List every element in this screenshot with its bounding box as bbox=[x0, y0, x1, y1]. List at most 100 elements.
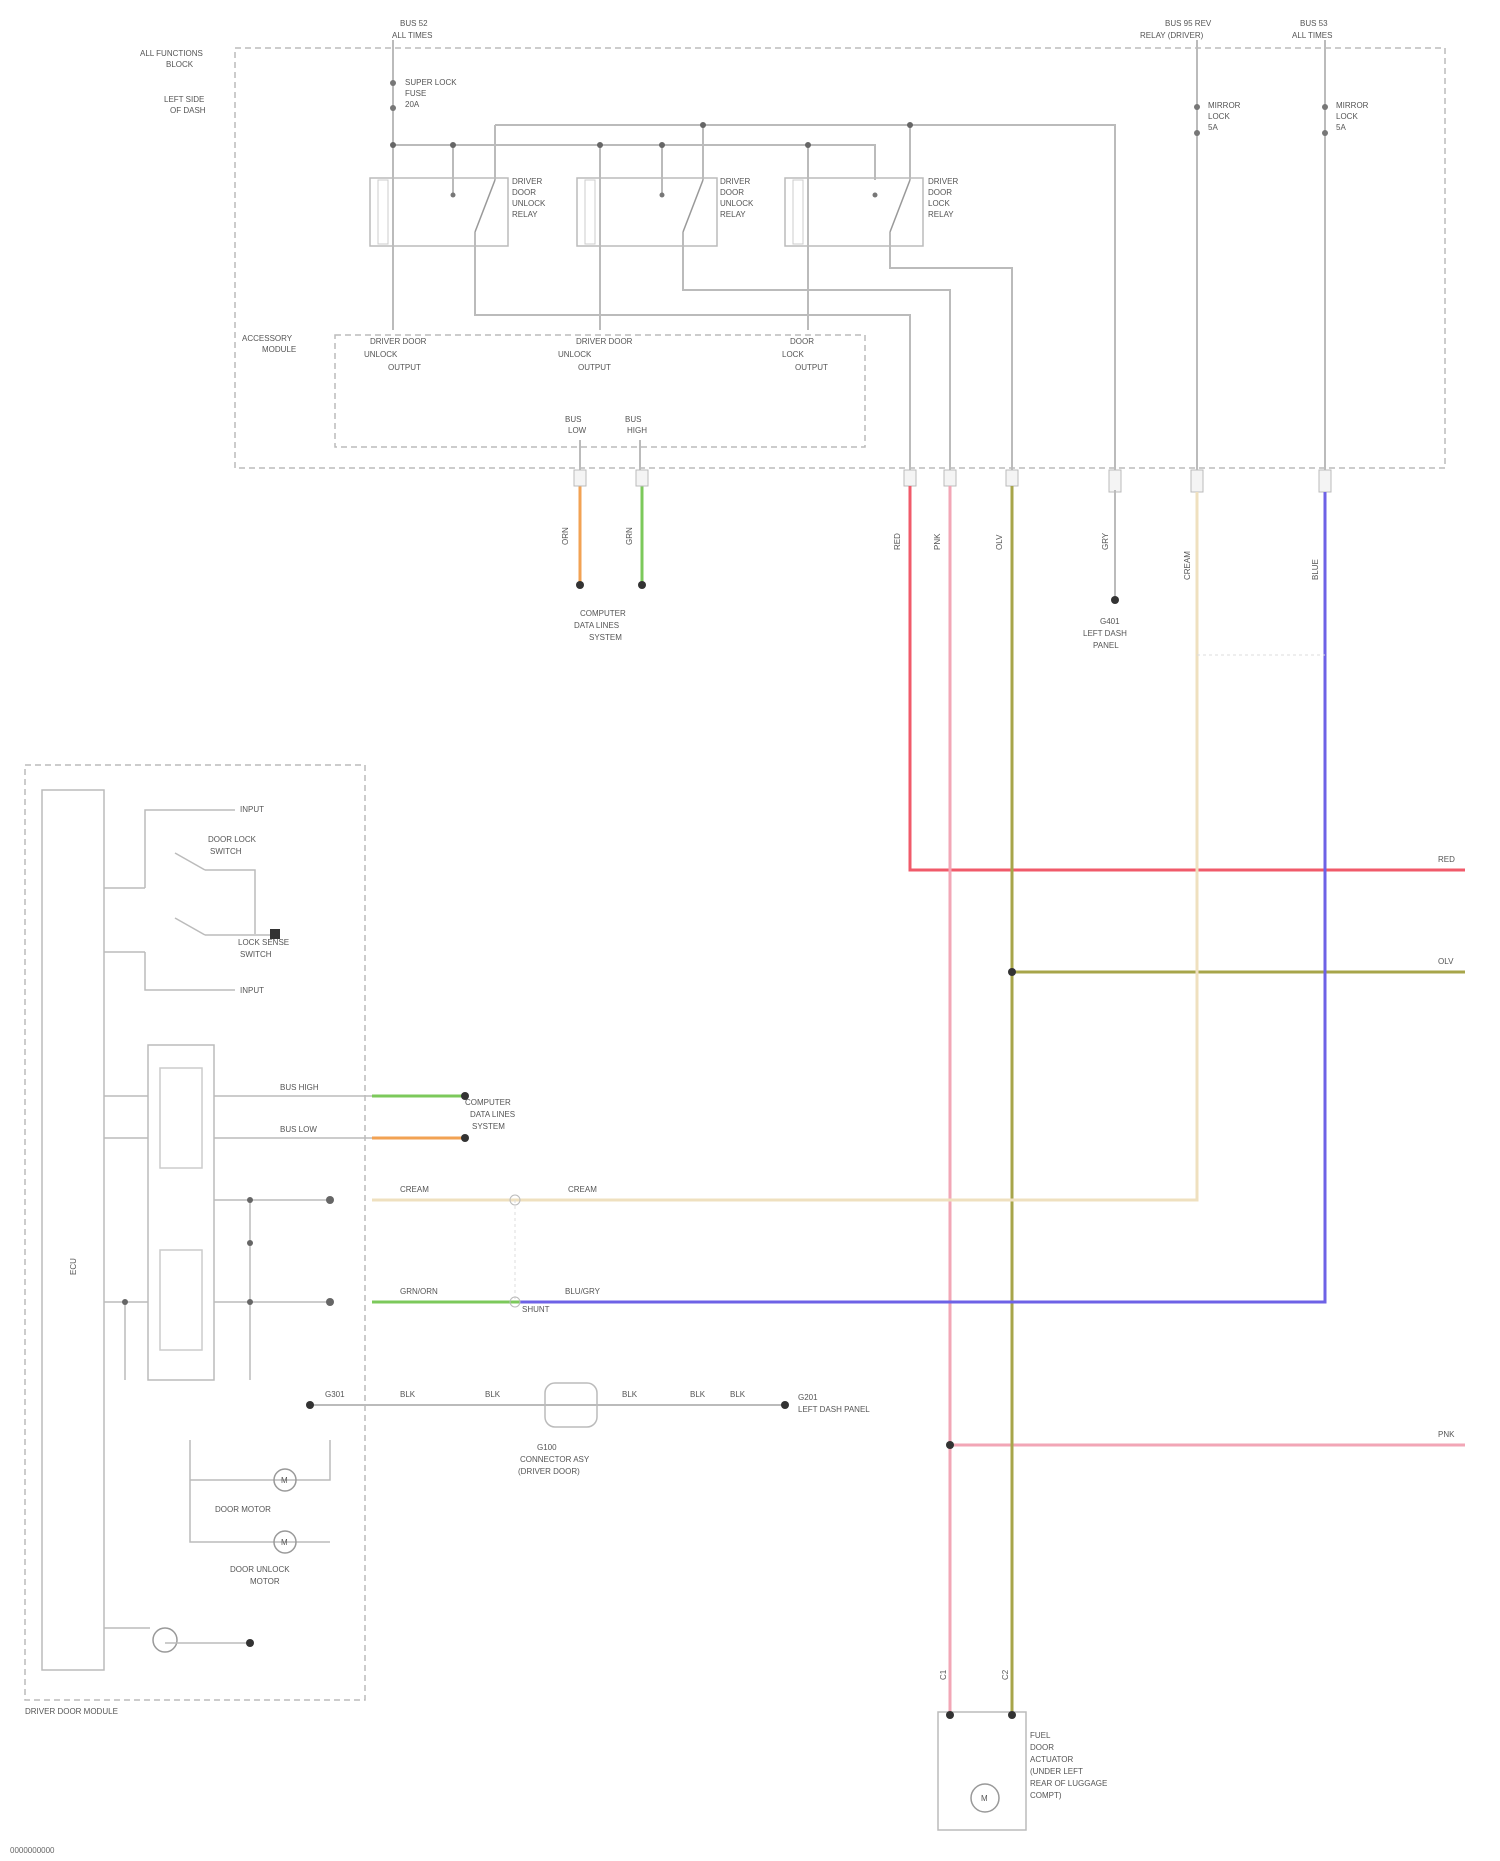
svg-text:M: M bbox=[281, 1538, 288, 1547]
svg-text:BLU/GRY: BLU/GRY bbox=[565, 1287, 601, 1296]
svg-text:FUEL: FUEL bbox=[1030, 1731, 1051, 1740]
svg-text:DRIVER: DRIVER bbox=[928, 177, 958, 186]
svg-text:BLK: BLK bbox=[690, 1390, 706, 1399]
svg-text:SWITCH: SWITCH bbox=[240, 950, 272, 959]
svg-text:BUS: BUS bbox=[565, 415, 581, 424]
svg-text:(DRIVER DOOR): (DRIVER DOOR) bbox=[518, 1467, 580, 1476]
svg-text:BLOCK: BLOCK bbox=[166, 60, 194, 69]
svg-text:ORN: ORN bbox=[561, 527, 570, 545]
ground-g401-label: G401 LEFT DASH PANEL bbox=[1083, 617, 1127, 650]
mirror-fuse-left: MIRROR LOCK 5A bbox=[1194, 40, 1241, 470]
svg-text:RED: RED bbox=[1438, 855, 1455, 864]
svg-text:DATA LINES: DATA LINES bbox=[574, 621, 619, 630]
svg-text:RELAY: RELAY bbox=[720, 210, 746, 219]
blue-wire bbox=[520, 492, 1325, 1302]
svg-text:UNLOCK: UNLOCK bbox=[364, 350, 398, 359]
svg-text:LOCK SENSE: LOCK SENSE bbox=[238, 938, 289, 947]
svg-text:RED: RED bbox=[893, 533, 902, 550]
svg-text:CREAM: CREAM bbox=[568, 1185, 597, 1194]
module-output-labels: DRIVER DOOR UNLOCK OUTPUT DRIVER DOOR UN… bbox=[364, 337, 828, 372]
svg-text:GRN: GRN bbox=[625, 527, 634, 545]
svg-text:RELAY: RELAY bbox=[928, 210, 954, 219]
relay-output-wires bbox=[475, 232, 1012, 470]
accessory-module-title: ACCESSORY MODULE bbox=[242, 334, 296, 354]
svg-text:OUTPUT: OUTPUT bbox=[578, 363, 611, 372]
svg-text:OUTPUT: OUTPUT bbox=[795, 363, 828, 372]
svg-text:UNLOCK: UNLOCK bbox=[720, 199, 754, 208]
svg-text:LOCK: LOCK bbox=[1208, 112, 1230, 121]
gateway-label: COMPUTER DATA LINES SYSTEM bbox=[574, 609, 626, 642]
door-motors: M M DOOR MOTOR DOOR UNLOCK MOTOR bbox=[104, 1440, 330, 1652]
svg-text:G201: G201 bbox=[798, 1393, 818, 1402]
svg-text:MOTOR: MOTOR bbox=[250, 1577, 280, 1586]
svg-text:DOOR: DOOR bbox=[790, 337, 814, 346]
svg-text:LOW: LOW bbox=[568, 426, 587, 435]
svg-text:DRIVER DOOR: DRIVER DOOR bbox=[370, 337, 427, 346]
right-edge-labels: RED OLV PNK bbox=[1438, 855, 1455, 1439]
svg-text:DOOR: DOOR bbox=[1030, 1743, 1054, 1752]
svg-text:SUPER LOCK: SUPER LOCK bbox=[405, 78, 457, 87]
svg-text:ACTUATOR: ACTUATOR bbox=[1030, 1755, 1073, 1764]
svg-text:C2: C2 bbox=[1001, 1669, 1010, 1680]
svg-text:LEFT DASH PANEL: LEFT DASH PANEL bbox=[798, 1405, 870, 1414]
switch-labels: INPUT DOOR LOCK SWITCH LOCK SENSE SWITCH… bbox=[208, 805, 289, 995]
can-transceiver-box bbox=[148, 1045, 214, 1380]
svg-text:MIRROR: MIRROR bbox=[1208, 101, 1241, 110]
shunt-label: SHUNT bbox=[522, 1305, 550, 1314]
fuel-door-actuator: M FUEL DOOR ACTUATOR (UNDER LEFT REAR OF… bbox=[939, 1669, 1107, 1812]
svg-text:BUS LOW: BUS LOW bbox=[280, 1125, 317, 1134]
svg-text:M: M bbox=[981, 1794, 988, 1803]
svg-text:PANEL: PANEL bbox=[1093, 641, 1119, 650]
svg-text:REAR OF LUGGAGE: REAR OF LUGGAGE bbox=[1030, 1779, 1107, 1788]
svg-text:ALL TIMES: ALL TIMES bbox=[392, 31, 432, 40]
svg-text:M: M bbox=[281, 1476, 288, 1485]
svg-text:LOCK: LOCK bbox=[928, 199, 950, 208]
main-harness bbox=[372, 486, 1465, 1715]
svg-text:SWITCH: SWITCH bbox=[210, 847, 242, 856]
svg-text:(UNDER LEFT: (UNDER LEFT bbox=[1030, 1767, 1083, 1776]
svg-text:INPUT: INPUT bbox=[240, 805, 264, 814]
functions-block-title: ALL FUNCTIONS BLOCK LEFT SIDE OF DASH bbox=[140, 49, 206, 115]
svg-text:PNK: PNK bbox=[1438, 1430, 1455, 1439]
mirror-fuse-right: MIRROR LOCK 5A bbox=[1322, 40, 1369, 470]
svg-text:CREAM: CREAM bbox=[400, 1185, 429, 1194]
svg-text:RELAY: RELAY bbox=[512, 210, 538, 219]
svg-text:5A: 5A bbox=[1336, 123, 1346, 132]
footer-code: 0000000000 bbox=[10, 1846, 55, 1855]
relay-supply-bus bbox=[393, 125, 1115, 470]
harness-junctions bbox=[461, 968, 1016, 1449]
svg-text:SYSTEM: SYSTEM bbox=[589, 633, 622, 642]
svg-text:DOOR: DOOR bbox=[720, 188, 744, 197]
svg-text:COMPUTER: COMPUTER bbox=[465, 1098, 511, 1107]
svg-text:OLV: OLV bbox=[1438, 957, 1454, 966]
svg-text:UNLOCK: UNLOCK bbox=[558, 350, 592, 359]
svg-text:DOOR: DOOR bbox=[512, 188, 536, 197]
svg-text:LEFT DASH: LEFT DASH bbox=[1083, 629, 1127, 638]
svg-text:COMPUTER: COMPUTER bbox=[580, 609, 626, 618]
svg-text:INPUT: INPUT bbox=[240, 986, 264, 995]
svg-text:DATA LINES: DATA LINES bbox=[470, 1110, 515, 1119]
svg-text:C1: C1 bbox=[939, 1669, 948, 1680]
svg-text:CONNECTOR ASY: CONNECTOR ASY bbox=[520, 1455, 590, 1464]
svg-text:BLK: BLK bbox=[730, 1390, 746, 1399]
top-fuse-label-left: BUS 52 ALL TIMES bbox=[392, 19, 432, 40]
svg-text:20A: 20A bbox=[405, 100, 420, 109]
svg-text:DOOR UNLOCK: DOOR UNLOCK bbox=[230, 1565, 290, 1574]
driver-door-module-label: DRIVER DOOR MODULE bbox=[25, 1707, 118, 1716]
svg-text:HIGH: HIGH bbox=[627, 426, 647, 435]
svg-text:DRIVER: DRIVER bbox=[720, 177, 750, 186]
svg-text:BUS: BUS bbox=[625, 415, 641, 424]
svg-text:BUS 95 REV: BUS 95 REV bbox=[1165, 19, 1212, 28]
svg-text:FUSE: FUSE bbox=[405, 89, 426, 98]
svg-text:PNK: PNK bbox=[933, 533, 942, 550]
svg-text:BUS 53: BUS 53 bbox=[1300, 19, 1328, 28]
svg-text:OUTPUT: OUTPUT bbox=[388, 363, 421, 372]
can-line-labels: BUS HIGH BUS LOW COMPUTER DATA LINES SYS… bbox=[280, 1083, 601, 1296]
svg-text:LOCK: LOCK bbox=[782, 350, 804, 359]
ground-row: G301 BLK BLK BLK BLK BLK G201 LEFT DASH … bbox=[306, 1383, 870, 1476]
can-lines bbox=[104, 1096, 372, 1380]
svg-text:G301: G301 bbox=[325, 1390, 345, 1399]
top-fuse-label-mid: BUS 95 REV RELAY (DRIVER) bbox=[1140, 19, 1212, 40]
svg-text:DRIVER DOOR: DRIVER DOOR bbox=[576, 337, 633, 346]
